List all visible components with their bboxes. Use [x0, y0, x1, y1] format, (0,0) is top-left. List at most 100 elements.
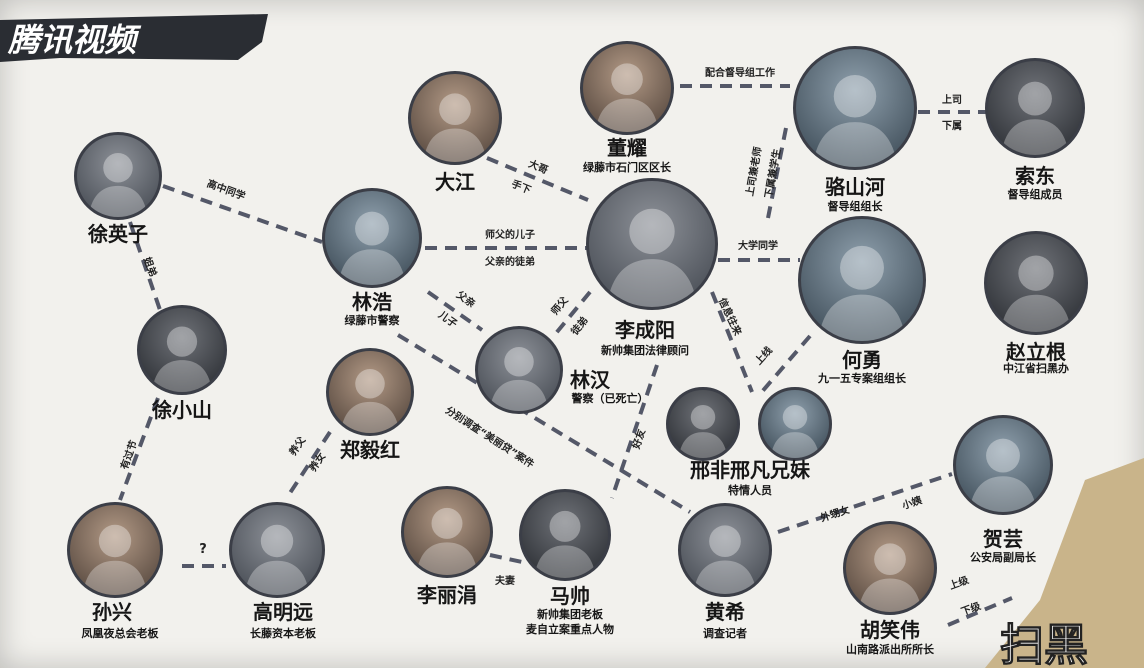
edge-label: 父亲的徒弟	[484, 255, 535, 268]
edge-lichengyang-linhan	[550, 290, 592, 340]
edge-label: 外甥女	[818, 503, 851, 525]
person-portrait-icon	[956, 418, 1050, 512]
edge-zhengyihong-gaomingyuan	[286, 430, 332, 498]
edge-lichengyang-xingsiblings	[710, 291, 754, 393]
person-portrait-icon	[669, 390, 737, 458]
edge-label: 师父的儿子	[485, 228, 535, 241]
edge-linhao-huangxi	[396, 333, 692, 514]
edge-label: 上司兼老师	[743, 146, 764, 197]
node-name: 赵立根	[1006, 340, 1066, 364]
node-name: 骆山河	[825, 175, 885, 199]
person-portrait-icon	[411, 74, 499, 162]
portrait-gaomingyuan	[229, 502, 325, 598]
person-portrait-icon	[796, 49, 914, 167]
node-name: 李成阳	[615, 318, 675, 342]
node-title: 督导组组长	[827, 200, 883, 213]
edge-lichengyang-mashuai	[610, 364, 659, 499]
portrait-lilijuan	[401, 486, 493, 578]
node-title: 特情人员	[728, 484, 772, 497]
node-name: 林汉	[570, 368, 610, 392]
node-name: 胡笑伟	[860, 618, 920, 642]
node-name: 郑毅红	[340, 438, 400, 462]
logo-brush-stroke	[0, 14, 268, 62]
edge-label: 上司	[942, 93, 962, 106]
person-portrait-icon	[404, 489, 490, 575]
portrait-suodong	[985, 58, 1085, 158]
edge-huxiaowei-heyun	[947, 596, 1013, 627]
node-title: 调查记者	[703, 627, 747, 640]
portrait-luoshanhe	[793, 46, 917, 170]
edge-label: 师父	[548, 293, 571, 317]
edge-label: 小姨	[899, 493, 924, 512]
person-portrait-icon	[846, 524, 934, 612]
node-name: 黄希	[705, 600, 745, 624]
person-portrait-icon	[140, 308, 224, 392]
edge-linhao-linhan	[426, 290, 484, 332]
logo: 腾讯视频	[0, 14, 268, 62]
portrait-sunxing	[67, 502, 163, 598]
node-name: 董耀	[607, 136, 647, 160]
portrait-xuxiaoshan	[137, 305, 227, 395]
edge-label: 夫妻	[494, 574, 515, 587]
node-name: 大江	[435, 170, 475, 194]
edge-heyong-xingsiblings	[758, 334, 812, 396]
node-title: 警察（已死亡）	[571, 392, 649, 405]
edge-dajiang-lichengyang	[486, 156, 589, 202]
node-name: 徐英子	[88, 222, 148, 246]
node-title: 长藤资本老板	[250, 627, 316, 640]
edge-label: 高中同学	[205, 177, 247, 203]
node-title: 绿藤市警察	[344, 314, 400, 327]
portrait-xingfei	[666, 387, 740, 461]
edge-luoshanhe-heyong	[766, 127, 788, 219]
node-name: 高明远	[253, 600, 313, 624]
edge-label: 下属	[942, 120, 962, 132]
edge-label: 好友	[629, 427, 648, 451]
edge-label: 大学同学	[738, 239, 778, 252]
edge-xuyingzi-linhao	[162, 184, 323, 244]
portrait-lichengyang	[586, 178, 718, 310]
node-title: 绿藤市石门区区长	[583, 161, 671, 174]
node-name: 徐小山	[152, 398, 212, 422]
portrait-xingfan	[758, 387, 832, 461]
node-name: 林浩	[352, 290, 392, 314]
portrait-heyong	[798, 216, 926, 344]
edge-label: 配合督导组工作	[705, 66, 775, 79]
person-portrait-icon	[77, 135, 159, 217]
edge-label: ?	[199, 542, 207, 557]
edge-xuxiaoshan-sunxing	[118, 397, 160, 501]
node-name: 李丽涓	[417, 583, 477, 607]
edge-label: 下级	[959, 599, 983, 618]
node-name: 孙兴	[92, 600, 132, 624]
person-portrait-icon	[761, 390, 829, 458]
paper-patch	[985, 458, 1144, 668]
portrait-linhan	[475, 326, 563, 414]
person-portrait-icon	[681, 506, 769, 594]
node-title: 凤凰夜总会老板	[81, 627, 159, 640]
person-portrait-icon	[987, 234, 1085, 332]
portrait-dongyao	[580, 41, 674, 135]
node-title: 山南路派出所所长	[846, 643, 934, 656]
portrait-mashuai	[519, 489, 611, 581]
edge-xuyingzi-xuxiaoshan	[128, 221, 162, 311]
edge-label: 姐弟	[141, 255, 160, 278]
portrait-dajiang	[408, 71, 502, 165]
node-title: 新帅集团法律顾问	[601, 344, 689, 357]
node-name: 贺芸	[983, 527, 1023, 551]
node-title: 麦自立案重点人物	[526, 623, 614, 636]
portrait-huxiaowei	[843, 521, 937, 615]
portrait-huangxi	[678, 503, 772, 597]
portrait-zhengyihong	[326, 348, 414, 436]
person-portrait-icon	[70, 505, 160, 595]
person-portrait-icon	[988, 61, 1082, 155]
edge-label: 上级	[947, 573, 971, 592]
node-title: 督导组成员	[1007, 188, 1063, 201]
person-portrait-icon	[583, 44, 671, 132]
node-title: 公安局副局长	[970, 551, 1036, 564]
portrait-zhaoligen	[984, 231, 1088, 335]
node-title: 中江省扫黑办	[1003, 362, 1069, 375]
watermark-text: 扫黑	[1000, 620, 1088, 668]
person-portrait-icon	[329, 351, 411, 433]
node-title: 新帅集团老板	[537, 608, 603, 621]
